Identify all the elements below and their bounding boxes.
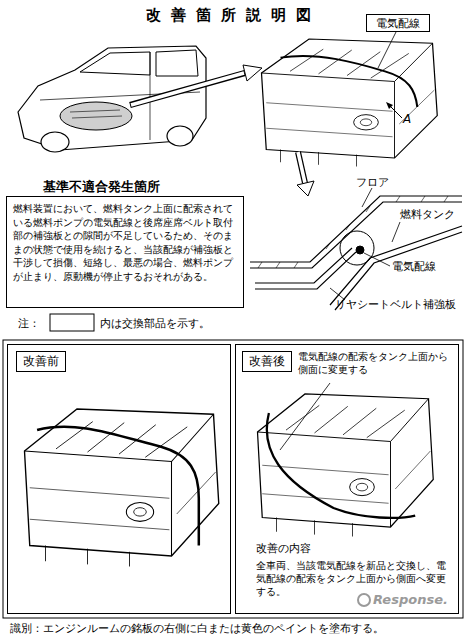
- after-tank-drawing: [258, 394, 434, 537]
- part-label: フロア: [356, 176, 389, 190]
- frame: [3, 340, 463, 618]
- part-label: 電気配線: [392, 260, 436, 274]
- note-label: 注：: [18, 316, 40, 331]
- leader-line: [378, 32, 396, 68]
- leader-line: [280, 383, 330, 450]
- note-box: [50, 314, 94, 331]
- sub-heading: 改善の内容: [256, 541, 311, 556]
- watermark-icon: [358, 594, 370, 606]
- part-label: リヤシートベルト補強板: [335, 298, 456, 312]
- defect-note-box: 基準不適合発生箇所燃料装置において、燃料タンク上面に配索されている燃料ポンプの電…: [6, 196, 244, 308]
- callout-text: 電気配線: [367, 17, 429, 30]
- after-panel: 改善後電気配線の配索をタンク上面から側面に変更する改善の内容全車両、当該電気配線…: [235, 344, 459, 614]
- fuel-tank-drawing: [262, 39, 438, 167]
- panel-tab: 改善後: [242, 351, 292, 372]
- note-body: 燃料装置において、燃料タンク上面に配索されている燃料ポンプの電気配線と後席座席ベ…: [13, 202, 239, 284]
- pointer-arrow: [297, 152, 314, 196]
- part-label: 燃料タンク: [400, 208, 455, 222]
- before-tank-drawing: [25, 409, 219, 567]
- car-drawing: [18, 46, 206, 152]
- callout-box: 電気配線: [366, 14, 430, 32]
- watermark: Response.: [373, 592, 448, 607]
- note-label: 内は交換部品を示す。: [100, 316, 210, 331]
- section-heading: 基準不適合発生箇所: [43, 179, 160, 196]
- footer-note: 識別：エンジンルームの銘板の右側に白または黄色のペイントを塗布する。: [10, 622, 384, 636]
- cross-section: [250, 188, 462, 310]
- callout-text: 電気配線の配索をタンク上面から側面に変更する: [298, 351, 454, 376]
- panel-tab: 改善前: [16, 351, 66, 372]
- before-panel: 改善前: [7, 344, 231, 614]
- pointer-arrow: [130, 65, 262, 105]
- callout-letter: A: [403, 112, 411, 126]
- arrow-head: [386, 102, 393, 109]
